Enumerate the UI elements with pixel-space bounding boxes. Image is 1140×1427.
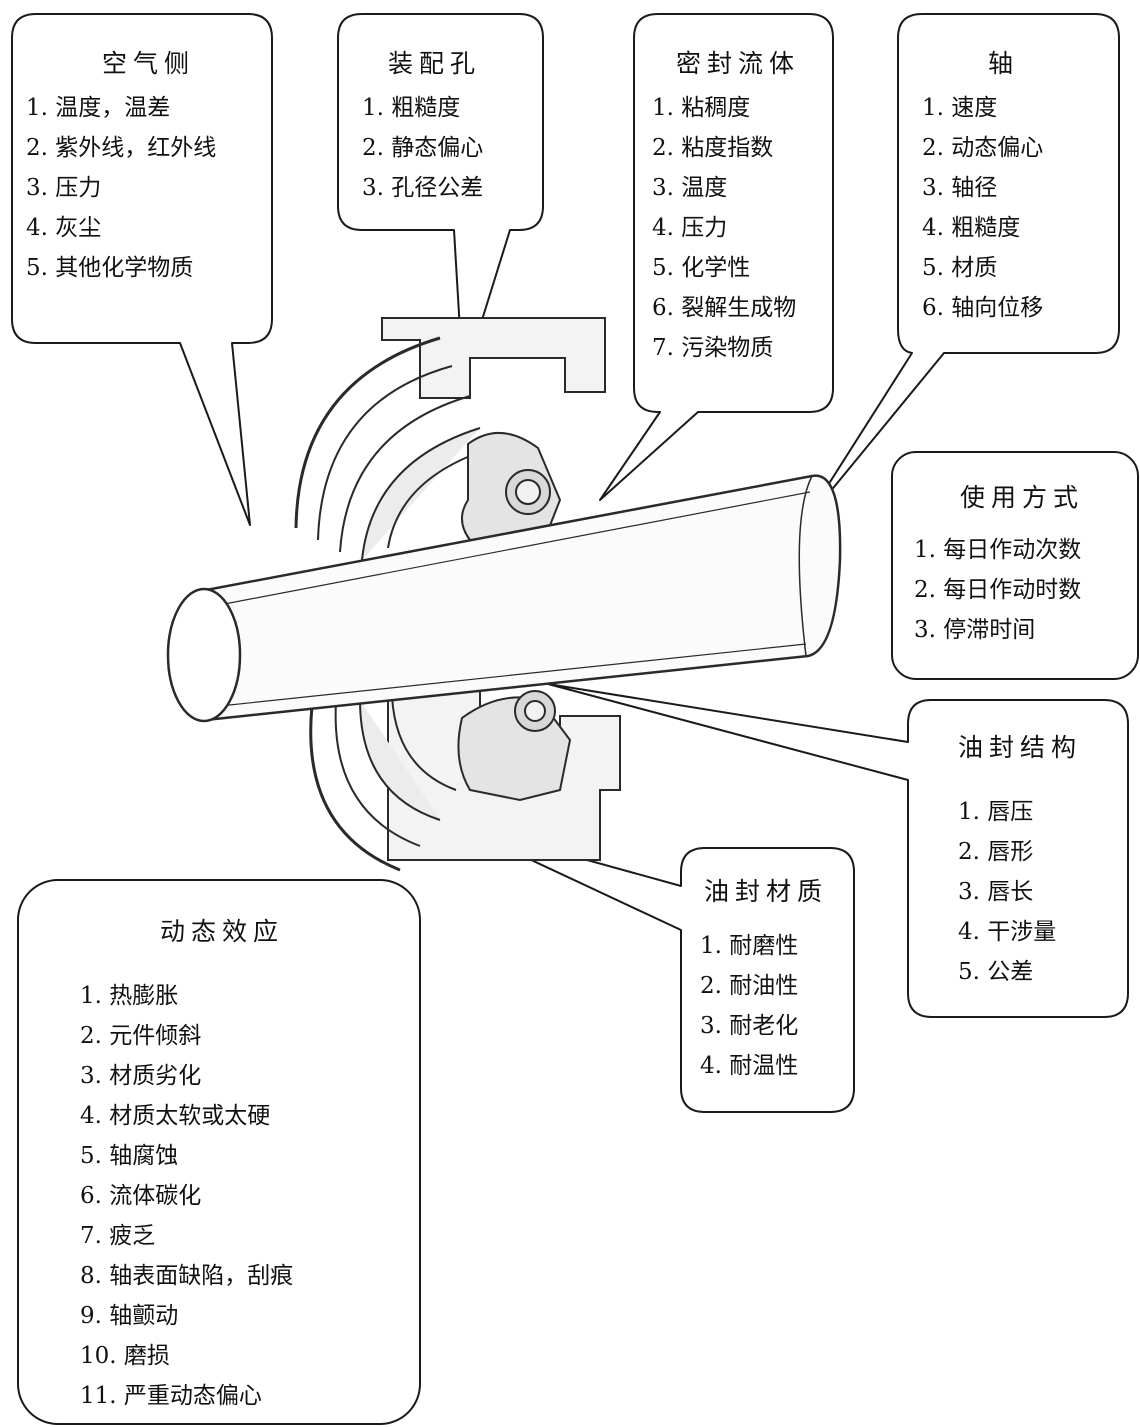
dynamic-effects-list: 1. 热膨胀 2. 元件倾斜 3. 材质劣化 4. 材质太软或太硬 5. 轴腐蚀… <box>80 976 293 1416</box>
seal-illustration <box>294 317 621 872</box>
shaft-list: 1. 速度 2. 动态偏心 3. 轴径 4. 粗糙度 5. 材质 6. 轴向位移 <box>922 88 1043 328</box>
bore-title: 装配孔 <box>388 49 482 78</box>
list-item: 3. 唇长 <box>958 879 1034 905</box>
list-item: 4. 干涉量 <box>958 919 1057 945</box>
list-item: 4. 耐温性 <box>700 1053 799 1079</box>
list-item: 1. 耐磨性 <box>700 933 799 959</box>
list-item: 2. 粘度指数 <box>652 135 774 161</box>
list-item: 1. 粘稠度 <box>652 95 751 121</box>
callout-air-side <box>11 13 273 526</box>
list-item: 1. 速度 <box>922 95 998 121</box>
list-item: 5. 材质 <box>922 255 998 281</box>
list-item: 4. 材质太软或太硬 <box>80 1103 271 1129</box>
bore-list: 1. 粗糙度 2. 静态偏心 3. 孔径公差 <box>362 88 483 208</box>
list-item: 3. 材质劣化 <box>80 1063 202 1089</box>
list-item: 2. 静态偏心 <box>362 135 484 161</box>
list-item: 5. 轴腐蚀 <box>80 1143 179 1169</box>
shaft-illustration <box>166 474 842 723</box>
callout-bore <box>337 13 544 382</box>
seal-material-list: 1. 耐磨性 2. 耐油性 3. 耐老化 4. 耐温性 <box>700 926 798 1086</box>
list-item: 1. 唇压 <box>958 799 1034 825</box>
list-item: 2. 耐油性 <box>700 973 799 999</box>
list-item: 8. 轴表面缺陷，刮痕 <box>80 1263 294 1289</box>
dynamic-effects-title: 动态效应 <box>160 917 285 946</box>
list-item: 7. 疲乏 <box>80 1223 156 1249</box>
list-item: 3. 压力 <box>26 175 102 201</box>
list-item: 2. 元件倾斜 <box>80 1023 202 1049</box>
list-item: 6. 流体碳化 <box>80 1183 202 1209</box>
callout-seal-structure <box>547 683 1129 1018</box>
list-item: 2. 紫外线，红外线 <box>26 135 217 161</box>
list-item: 6. 轴向位移 <box>922 295 1044 321</box>
list-item: 4. 粗糙度 <box>922 215 1021 241</box>
list-item: 4. 压力 <box>652 215 728 241</box>
list-item: 2. 每日作动时数 <box>914 577 1082 603</box>
list-item: 11. 严重动态偏心 <box>80 1383 262 1409</box>
list-item: 2. 唇形 <box>958 839 1034 865</box>
air-side-title: 空气侧 <box>102 49 196 78</box>
list-item: 9. 轴颤动 <box>80 1303 179 1329</box>
list-item: 3. 孔径公差 <box>362 175 484 201</box>
callout-usage <box>891 451 1139 680</box>
callout-sealed-fluid <box>599 13 834 501</box>
list-item: 10. 磨损 <box>80 1343 170 1369</box>
seal-structure-list: 1. 唇压 2. 唇形 3. 唇长 4. 干涉量 5. 公差 <box>958 792 1056 992</box>
list-item: 5. 公差 <box>958 959 1034 985</box>
shaft-title: 轴 <box>988 49 1020 78</box>
seal-material-title: 油封材质 <box>704 877 829 906</box>
list-item: 4. 灰尘 <box>26 215 102 241</box>
list-item: 3. 耐老化 <box>700 1013 799 1039</box>
list-item: 6. 裂解生成物 <box>652 295 797 321</box>
list-item: 7. 污染物质 <box>652 335 774 361</box>
list-item: 1. 温度，温差 <box>26 95 171 121</box>
list-item: 1. 每日作动次数 <box>914 537 1082 563</box>
list-item: 2. 动态偏心 <box>922 135 1044 161</box>
list-item: 3. 轴径 <box>922 175 998 201</box>
callout-seal-material <box>449 821 855 1113</box>
callout-dynamic-effects <box>17 879 421 1425</box>
list-item: 1. 粗糙度 <box>362 95 461 121</box>
list-item: 3. 停滞时间 <box>914 617 1036 643</box>
seal-structure-title: 油封结构 <box>958 733 1083 762</box>
sealed-fluid-list: 1. 粘稠度 2. 粘度指数 3. 温度 4. 压力 5. 化学性 6. 裂解生… <box>652 88 796 368</box>
usage-title: 使用方式 <box>960 483 1085 512</box>
list-item: 5. 化学性 <box>652 255 751 281</box>
usage-list: 1. 每日作动次数 2. 每日作动时数 3. 停滞时间 <box>914 530 1081 650</box>
list-item: 5. 其他化学物质 <box>26 255 194 281</box>
list-item: 1. 热膨胀 <box>80 983 179 1009</box>
sealed-fluid-title: 密封流体 <box>676 49 801 78</box>
air-side-list: 1. 温度，温差 2. 紫外线，红外线 3. 压力 4. 灰尘 5. 其他化学物… <box>26 88 216 288</box>
callout-shaft <box>801 13 1120 527</box>
list-item: 3. 温度 <box>652 175 728 201</box>
